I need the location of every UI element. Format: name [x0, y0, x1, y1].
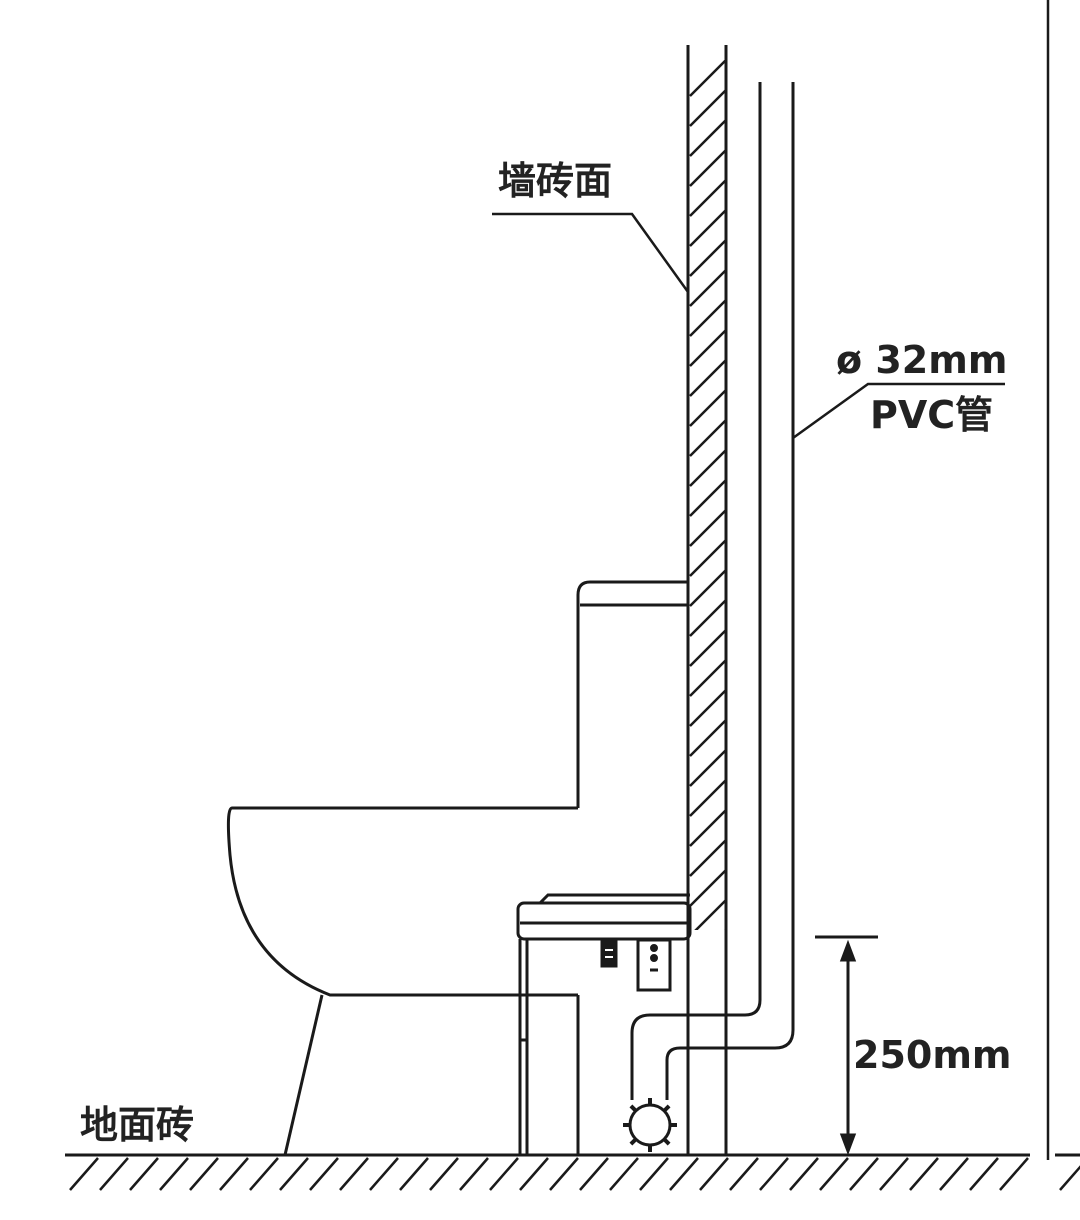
- wall-hatch-line: [689, 149, 726, 187]
- wall-hatch-line: [689, 839, 726, 877]
- floor-hatch-line: [309, 1157, 339, 1191]
- valve-tooth: [629, 1104, 638, 1113]
- wall-hatch-line: [689, 749, 726, 787]
- wall-hatch-line: [689, 509, 726, 547]
- toilet: [226, 580, 688, 1156]
- floor-hatch-line: [69, 1157, 99, 1191]
- floor-hatch-line: [849, 1157, 879, 1191]
- pvc-pipe: [630, 82, 795, 1100]
- wall-hatch-line: [689, 659, 726, 697]
- wall-hatch-line: [689, 719, 726, 757]
- floor-hatch-line: [399, 1157, 429, 1191]
- floor-hatch-line: [159, 1157, 189, 1191]
- floor-hatch-line: [819, 1157, 849, 1191]
- floor-hatch-line: [249, 1157, 279, 1191]
- wall-hatch-line: [724, 929, 726, 930]
- wall-hatch-line: [689, 539, 726, 577]
- pipe-diameter-label: ø 32mm: [836, 338, 1007, 382]
- pipe-material-label: PVC管: [870, 393, 993, 437]
- floor-hatch-line: [519, 1157, 549, 1191]
- wall-hatch-line: [689, 479, 726, 517]
- valve-tooth: [662, 1104, 671, 1113]
- floor-hatch-line: [699, 1157, 729, 1191]
- wall-hatch-line: [689, 599, 726, 637]
- wall-hatch-line: [689, 449, 726, 487]
- wall-hatch-line: [689, 60, 726, 97]
- floor-hatch-line: [879, 1157, 909, 1191]
- valve-circle: [628, 1103, 672, 1147]
- wall-hatch-line: [689, 299, 726, 337]
- floor-hatch-line: [129, 1157, 159, 1191]
- wall-hatch-line: [689, 119, 726, 157]
- floor-hatch-line: [669, 1157, 699, 1191]
- floor-hatch-line: [339, 1157, 369, 1191]
- wall-hatch-line: [689, 239, 726, 277]
- floor-tile-label: 地面砖: [80, 1103, 194, 1147]
- floor-hatch-line: [789, 1157, 819, 1191]
- wall-hatch-line: [689, 809, 726, 847]
- wall-hatch-line: [689, 629, 726, 667]
- wall-hatch-line: [689, 569, 726, 607]
- floor-hatch-line: [549, 1157, 579, 1191]
- floor-hatch-line: [279, 1157, 309, 1191]
- floor-hatch-line: [759, 1157, 789, 1191]
- floor-hatch-line: [489, 1157, 519, 1191]
- height-dimension: [815, 935, 878, 1156]
- floor-hatch-line: [369, 1157, 399, 1191]
- wall-hatch-line: [689, 689, 726, 727]
- floor-hatch-line: [1059, 1165, 1080, 1191]
- floor: [65, 1153, 1080, 1191]
- pump-valve-icon: [623, 1098, 677, 1152]
- valve-tooth: [662, 1137, 671, 1146]
- valve-tooth: [629, 1137, 638, 1146]
- floor-hatch-line: [639, 1157, 669, 1191]
- floor-hatch-line: [939, 1157, 969, 1191]
- wall-hatch-line: [689, 329, 726, 367]
- wall-hatch-line: [689, 389, 726, 427]
- floor-hatch-line: [999, 1157, 1029, 1191]
- floor-hatch-line: [609, 1157, 639, 1191]
- floor-hatch-line: [219, 1157, 249, 1191]
- floor-hatch-line: [729, 1157, 759, 1191]
- wall-hatch-line: [689, 419, 726, 457]
- wall-hatch-line: [689, 869, 726, 907]
- macerator-unit: [516, 893, 692, 1040]
- wall: [686, 45, 728, 1155]
- height-label: 250mm: [853, 1033, 1012, 1077]
- wall-hatch-line: [689, 89, 726, 127]
- leader-lines: [492, 212, 1005, 440]
- wall-hatch-line: [694, 899, 726, 930]
- floor-hatch-line: [429, 1157, 459, 1191]
- floor-hatch-line: [969, 1157, 999, 1191]
- floor-hatch-line: [909, 1157, 939, 1191]
- floor-hatch-line: [579, 1157, 609, 1191]
- wall-hatch-line: [689, 179, 726, 217]
- floor-hatch-line: [189, 1157, 219, 1191]
- wall-hatch-line: [689, 269, 726, 307]
- floor-hatch-line: [459, 1157, 489, 1191]
- wall-tile-label: 墙砖面: [498, 159, 612, 203]
- wall-hatch-line: [689, 209, 726, 247]
- floor-hatch-line: [99, 1157, 129, 1191]
- wall-hatch-line: [689, 359, 726, 397]
- wall-hatch-line: [689, 779, 726, 817]
